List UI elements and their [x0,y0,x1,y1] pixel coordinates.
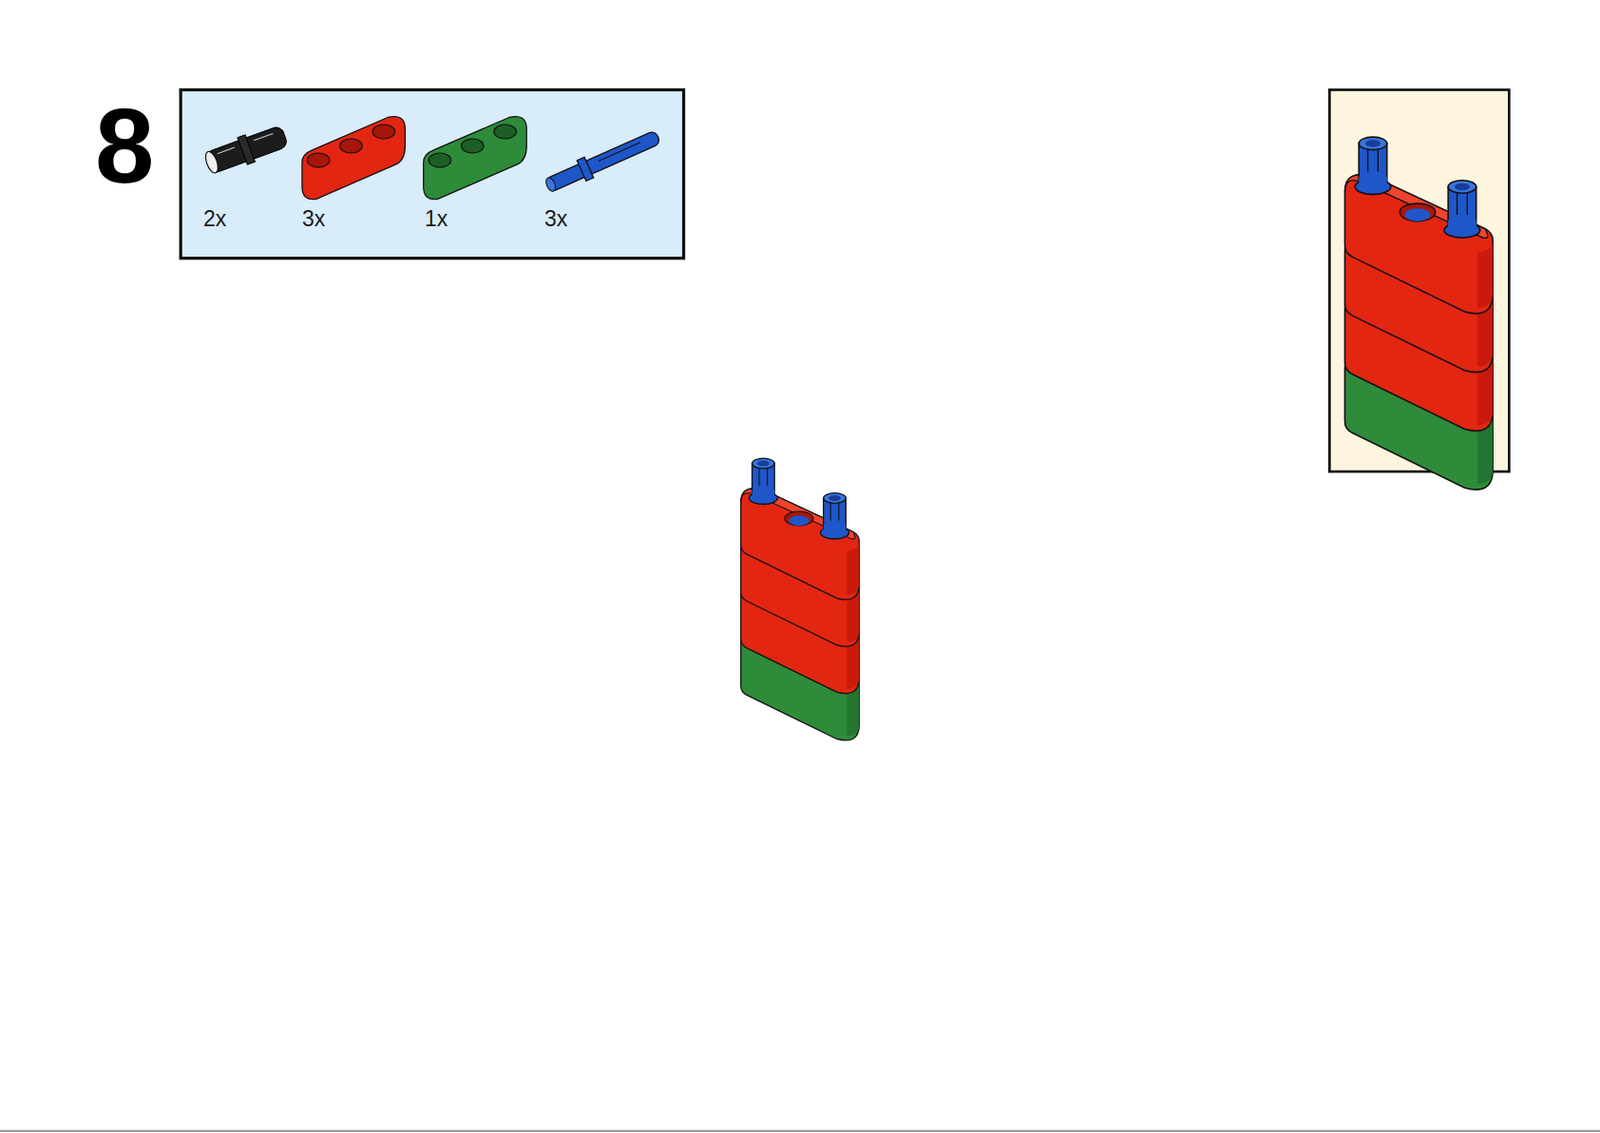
blue-pin [542,126,663,197]
green-beam [423,116,527,200]
part-quantity: 3x [302,208,325,230]
black-pin [202,122,290,178]
step-number: 8 [95,93,154,200]
part-quantity: 2x [203,208,227,230]
part-quantity: 1x [424,208,448,230]
red-beam [302,116,405,200]
result-model [1344,136,1493,490]
part-quantity: 3x [544,208,568,230]
assembly-model [741,457,860,741]
